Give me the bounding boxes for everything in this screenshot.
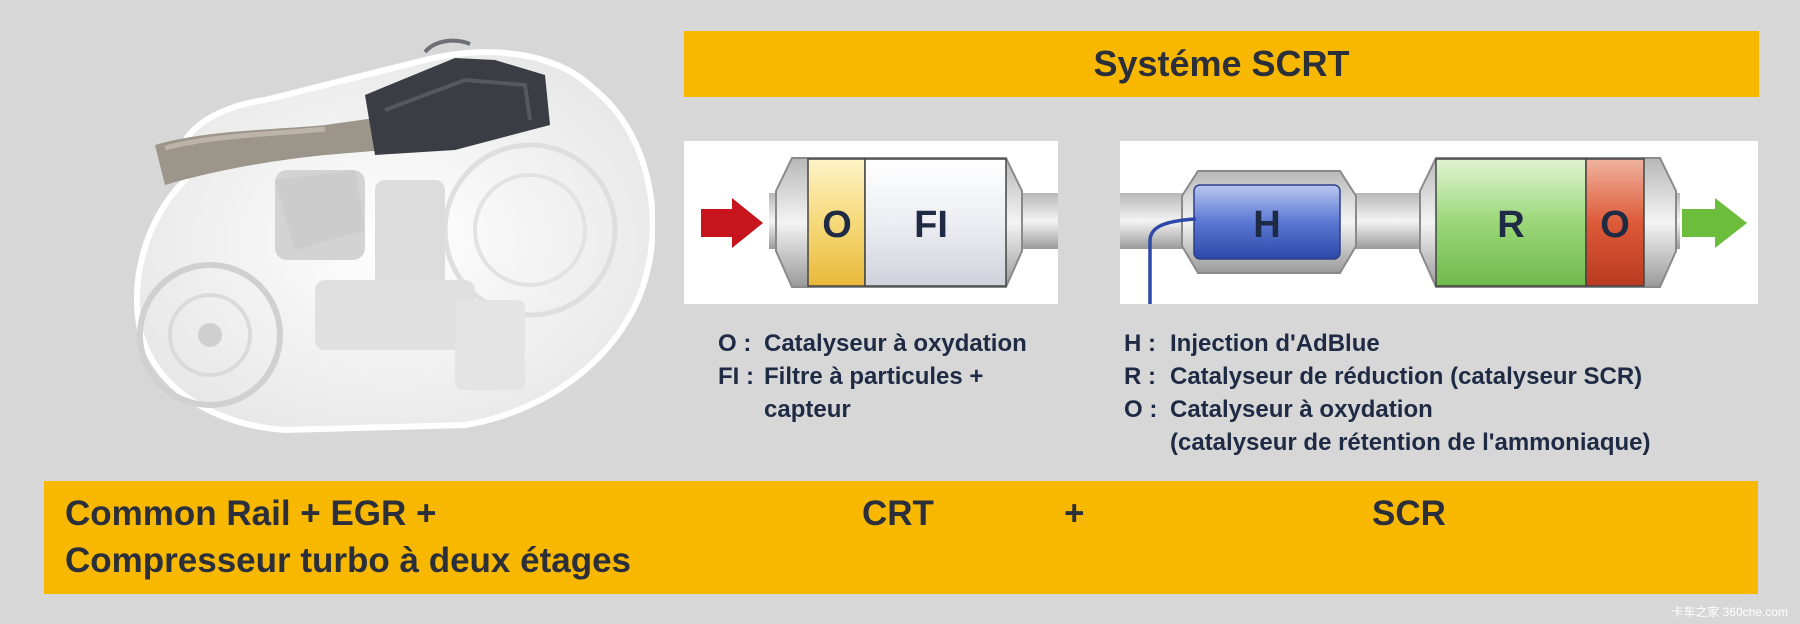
engine-tech-line1: Common Rail + EGR + — [65, 494, 437, 533]
legend-text: Injection d'AdBlue — [1170, 330, 1380, 357]
scr-legend-row: H : Injection d'AdBlue — [1124, 327, 1651, 360]
crt-letter-o: O — [822, 204, 852, 246]
legend-text: (catalyseur de rétention de l'ammoniaque… — [1170, 429, 1651, 456]
technology-summary-bar: Common Rail + EGR + Compresseur turbo à … — [44, 481, 1758, 594]
crt-legend-row: FI : Filtre à particules + — [718, 360, 1027, 393]
scr-label: SCR — [1372, 494, 1446, 533]
legend-key: H : — [1124, 330, 1156, 357]
outlet-arrow-icon — [1682, 198, 1747, 248]
scr-legend-row: (catalyseur de rétention de l'ammoniaque… — [1124, 426, 1651, 459]
scr-injection-segment — [1193, 184, 1341, 260]
crt-oxidation-segment — [807, 158, 866, 287]
crt-filter-segment — [864, 158, 1007, 287]
legend-text: Catalyseur à oxydation — [1170, 396, 1433, 423]
scr-unit-diagram: H R O — [1120, 141, 1758, 304]
system-title-bar: Systéme SCRT — [684, 31, 1759, 97]
legend-key: FI : — [718, 363, 754, 390]
scr-legend-row: O : Catalyseur à oxydation — [1124, 393, 1651, 426]
watermark: 卡车之家 360che.com — [1671, 605, 1788, 619]
engine-illustration — [134, 38, 655, 434]
adblue-injection-line — [1148, 217, 1197, 304]
legend-key: O : — [718, 330, 752, 357]
scr-reduction-segment — [1435, 158, 1587, 287]
scr-letter-h: H — [1253, 204, 1280, 246]
plus-sign: + — [1064, 494, 1085, 533]
scr-legend-row: R : Catalyseur de réduction (catalyseur … — [1124, 360, 1651, 393]
system-title: Systéme SCRT — [1093, 43, 1350, 84]
scr-letter-r: R — [1497, 204, 1524, 246]
crt-letter-fi: FI — [914, 204, 948, 246]
legend-text: Catalyseur à oxydation — [764, 330, 1027, 357]
scr-legend: H : Injection d'AdBlue R : Catalyseur de… — [1124, 327, 1651, 459]
legend-key — [718, 393, 764, 426]
legend-key — [1124, 426, 1170, 459]
crt-unit-diagram: O FI — [684, 141, 1058, 304]
legend-key: R : — [1124, 363, 1156, 390]
crt-label: CRT — [862, 494, 934, 533]
legend-text: capteur — [764, 396, 851, 423]
engine-tech-line2: Compresseur turbo à deux étages — [65, 541, 631, 580]
crt-legend-row: O : Catalyseur à oxydation — [718, 327, 1027, 360]
scr-letter-o: O — [1600, 204, 1630, 246]
crt-legend-row: capteur — [718, 393, 1027, 426]
crt-legend: O : Catalyseur à oxydation FI : Filtre à… — [718, 327, 1027, 426]
legend-text: Filtre à particules + — [764, 363, 984, 390]
legend-key: O : — [1124, 396, 1158, 423]
scr-ammonia-segment — [1585, 158, 1645, 287]
inlet-arrow-icon — [701, 198, 763, 248]
legend-text: Catalyseur de réduction (catalyseur SCR) — [1170, 363, 1643, 390]
